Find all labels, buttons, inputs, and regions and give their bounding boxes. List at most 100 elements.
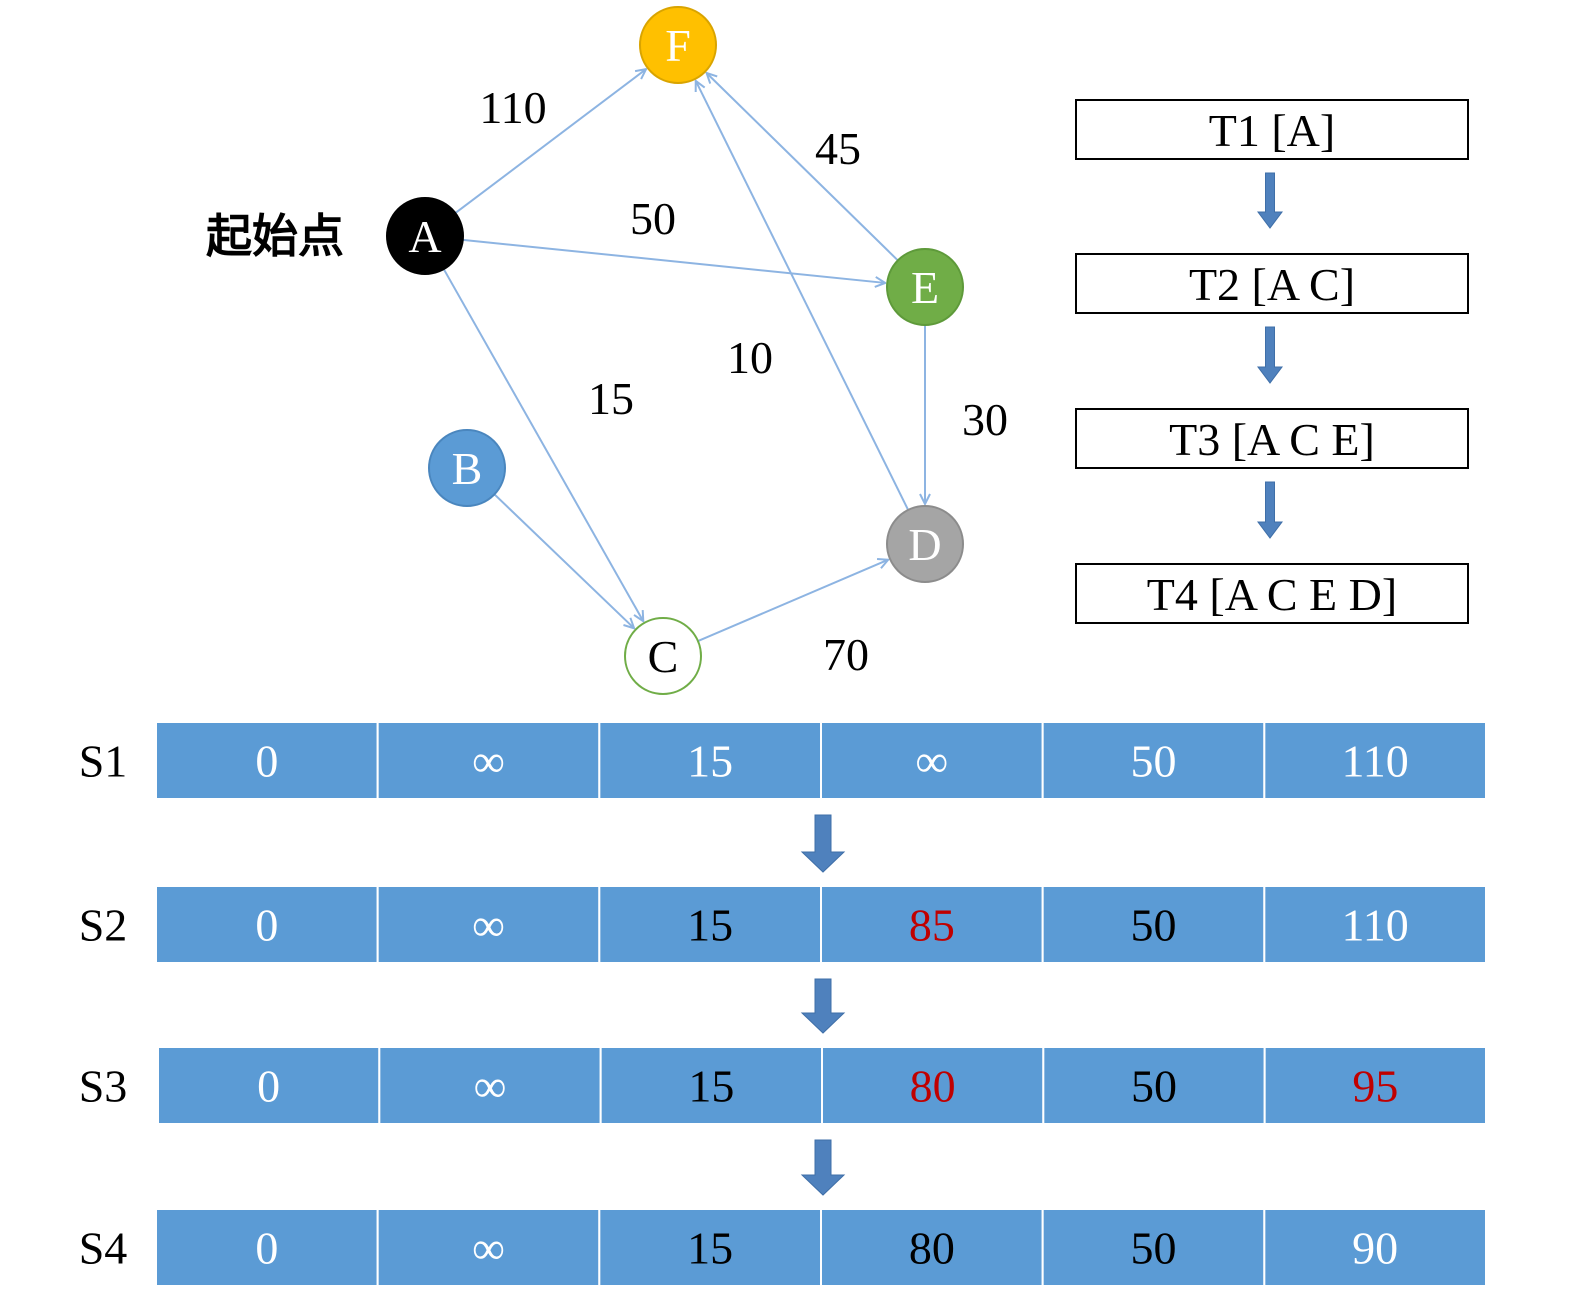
node-label: A — [408, 211, 441, 262]
node-circle — [886, 248, 964, 326]
distance-cell — [1042, 1046, 1266, 1125]
edge-b-c — [493, 493, 634, 628]
edge-weight-a-f: 110 — [479, 82, 546, 133]
graph-nodes: A B C D E F — [386, 6, 964, 695]
edge-a-c — [442, 268, 644, 621]
distance-value: 15 — [688, 1061, 734, 1112]
state-arrow-2 — [800, 978, 846, 1034]
distance-value: 0 — [255, 736, 278, 787]
edge-weight-e-f: 45 — [815, 123, 861, 174]
distance-cell — [155, 885, 379, 964]
edge-c-d — [697, 560, 888, 642]
distance-cell — [1263, 885, 1488, 964]
step-arrow-1 — [1257, 172, 1283, 229]
node-label: C — [648, 631, 679, 682]
distance-value: 15 — [687, 900, 733, 951]
distance-value: 15 — [687, 736, 733, 787]
step-box-2: T2 [A C] — [1075, 253, 1469, 314]
edge-a-f — [454, 69, 646, 214]
node-circle — [386, 197, 464, 275]
distance-value: 110 — [1342, 736, 1409, 787]
start-label: 起始点 — [206, 209, 344, 263]
node-circle — [624, 617, 702, 695]
edge-weight-a-c: 15 — [588, 373, 634, 424]
node-d: D — [886, 505, 964, 583]
distance-value: 90 — [1352, 1223, 1398, 1274]
node-f: F — [639, 6, 717, 84]
state-label: S4 — [79, 1223, 128, 1274]
edge-weight-e-d: 30 — [962, 394, 1008, 445]
distance-value: 95 — [1352, 1061, 1398, 1112]
state-label: S1 — [79, 736, 128, 787]
distance-value: 50 — [1131, 1061, 1177, 1112]
distance-cell — [599, 1046, 824, 1125]
node-e: E — [886, 248, 964, 326]
edge-a-e — [462, 238, 885, 283]
graph-edges — [442, 69, 925, 642]
distance-value: ∞ — [915, 736, 948, 787]
node-circle — [886, 505, 964, 583]
distance-cell — [376, 885, 601, 964]
distance-value: 0 — [255, 900, 278, 951]
node-label: F — [665, 20, 691, 71]
step-arrow-3 — [1257, 481, 1283, 539]
distance-cell — [598, 1208, 822, 1287]
step-arrow-2 — [1257, 326, 1283, 384]
distance-cell — [1263, 1208, 1488, 1287]
edge-weight-a-e: 50 — [630, 193, 676, 244]
distance-value: 50 — [1131, 736, 1177, 787]
distance-cell — [1041, 885, 1266, 964]
step-box-label: T1 [A] — [1209, 105, 1335, 156]
distance-cell — [598, 885, 822, 964]
distance-cell — [155, 1208, 379, 1287]
edge-d-f — [696, 81, 910, 511]
state-row-s3: S3 0 ∞ 15 80 50 95 — [79, 1046, 1487, 1125]
state-label: S3 — [79, 1061, 128, 1112]
distance-value: ∞ — [474, 1061, 507, 1112]
distance-value: 80 — [909, 1223, 955, 1274]
node-label: B — [452, 443, 483, 494]
step-box-frame — [1075, 99, 1469, 160]
distance-value: 0 — [255, 1223, 278, 1274]
step-box-3: T3 [A C E] — [1075, 408, 1469, 469]
distance-value: 110 — [1342, 900, 1409, 951]
distance-value: 50 — [1131, 1223, 1177, 1274]
node-circle — [639, 6, 717, 84]
distance-value: 50 — [1131, 900, 1177, 951]
step-box-frame — [1075, 563, 1469, 624]
step-box-4: T4 [A C E D] — [1075, 563, 1469, 624]
distance-value: 0 — [257, 1061, 280, 1112]
distance-cell — [820, 721, 1044, 800]
distance-cell — [157, 1046, 381, 1125]
step-box-label: T4 [A C E D] — [1147, 569, 1397, 620]
step-box-1: T1 [A] — [1075, 99, 1469, 160]
step-box-label: T2 [A C] — [1189, 259, 1355, 310]
step-box-frame — [1075, 253, 1469, 314]
state-row-s1: S1 0 ∞ 15 ∞ 50 110 — [79, 721, 1488, 800]
node-label: E — [911, 262, 939, 313]
distance-value: ∞ — [472, 736, 505, 787]
distance-value: ∞ — [472, 1223, 505, 1274]
node-c: C — [624, 617, 702, 695]
node-label: D — [908, 519, 941, 570]
distance-cell — [820, 885, 1044, 964]
edge-weight-d-f: 10 — [727, 332, 773, 383]
visited-sets: T1 [A] T2 [A C] T3 [A C E] T4 [A C E D] — [1075, 99, 1469, 624]
step-box-label: T3 [A C E] — [1169, 414, 1375, 465]
distance-cell — [1263, 721, 1488, 800]
distance-cell — [598, 721, 822, 800]
node-circle — [428, 429, 506, 507]
edge-e-f — [707, 73, 899, 262]
node-a: A — [386, 197, 464, 275]
state-label: S2 — [79, 900, 128, 951]
distance-value: 80 — [910, 1061, 956, 1112]
step-box-frame — [1075, 408, 1469, 469]
distance-cell — [376, 721, 601, 800]
distance-value: 85 — [909, 900, 955, 951]
edge-weight-c-d: 70 — [823, 629, 869, 680]
